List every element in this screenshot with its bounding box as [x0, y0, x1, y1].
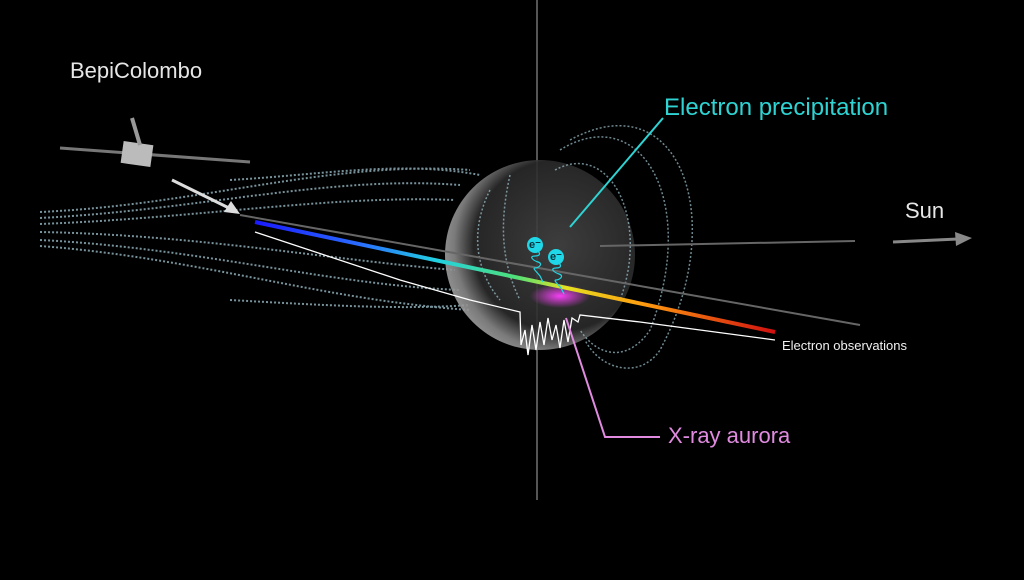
sun-label: Sun [905, 198, 945, 223]
bepicolombo-label: BepiColombo [70, 58, 203, 83]
orbit-line [239, 214, 861, 326]
magnetotail-field-lines [39, 167, 481, 311]
electron-precipitation-label: Electron precipitation [664, 94, 889, 121]
electron-icon: e⁻ [527, 237, 543, 253]
electron-observation-trace [254, 231, 776, 356]
spiral-electron-paths [531, 249, 565, 295]
electron-icon: e⁻ [548, 249, 564, 265]
electron-observations-label: Electron observations [782, 338, 908, 353]
arrow-icon [171, 178, 240, 214]
electron-energy-track [254, 220, 776, 334]
sun-direction-arrow-icon [892, 232, 972, 246]
aurora-leader-line [565, 317, 660, 438]
xray-aurora-label: X-ray aurora [668, 423, 791, 448]
mercury-planet [445, 160, 635, 350]
horizontal-axis [599, 240, 856, 247]
precipitation-leader-line [569, 117, 664, 228]
spacecraft-icon [59, 117, 251, 167]
dayside-field-lines [476, 125, 693, 369]
